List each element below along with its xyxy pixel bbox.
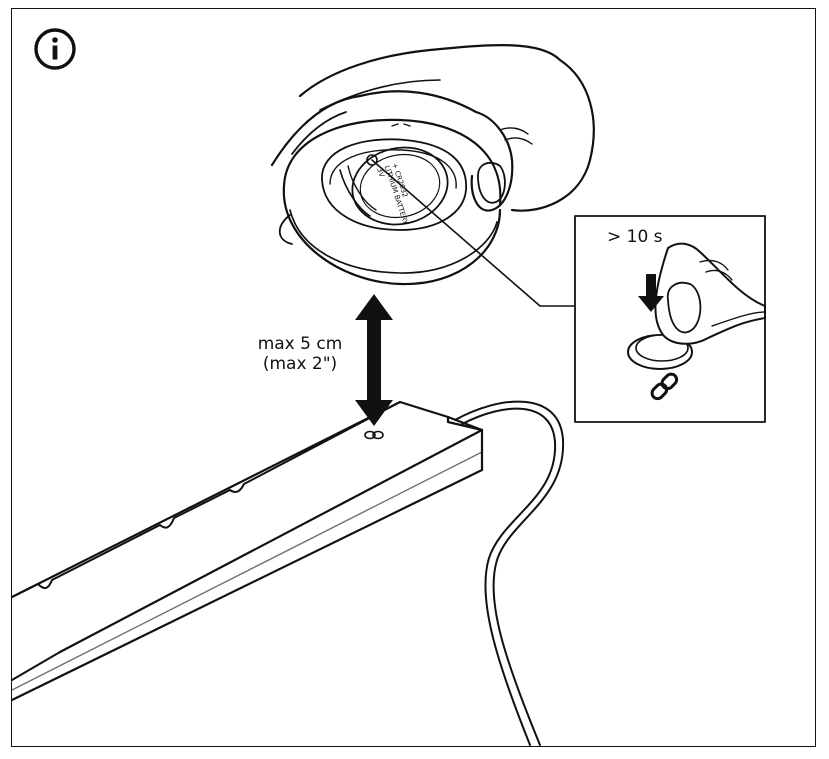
pressing-finger — [654, 242, 766, 345]
link-icon — [650, 372, 679, 401]
remote-puck — [278, 118, 502, 286]
detail-inset — [574, 215, 766, 423]
power-cable — [454, 400, 565, 746]
hand — [270, 44, 595, 212]
illustration-frame — [11, 8, 816, 747]
callout-line — [371, 159, 576, 307]
light-bar — [10, 400, 484, 702]
double-arrow-vertical-icon — [355, 294, 393, 426]
hold-time-label: > 10 s — [607, 227, 663, 247]
info-icon — [34, 28, 76, 70]
bar-link-mark — [364, 430, 384, 440]
distance-label: max 5 cm (max 2") — [252, 334, 348, 374]
arrow-down-icon — [638, 274, 664, 312]
distance-imperial: (max 2") — [262, 354, 338, 374]
distance-metric: max 5 cm — [257, 334, 343, 354]
